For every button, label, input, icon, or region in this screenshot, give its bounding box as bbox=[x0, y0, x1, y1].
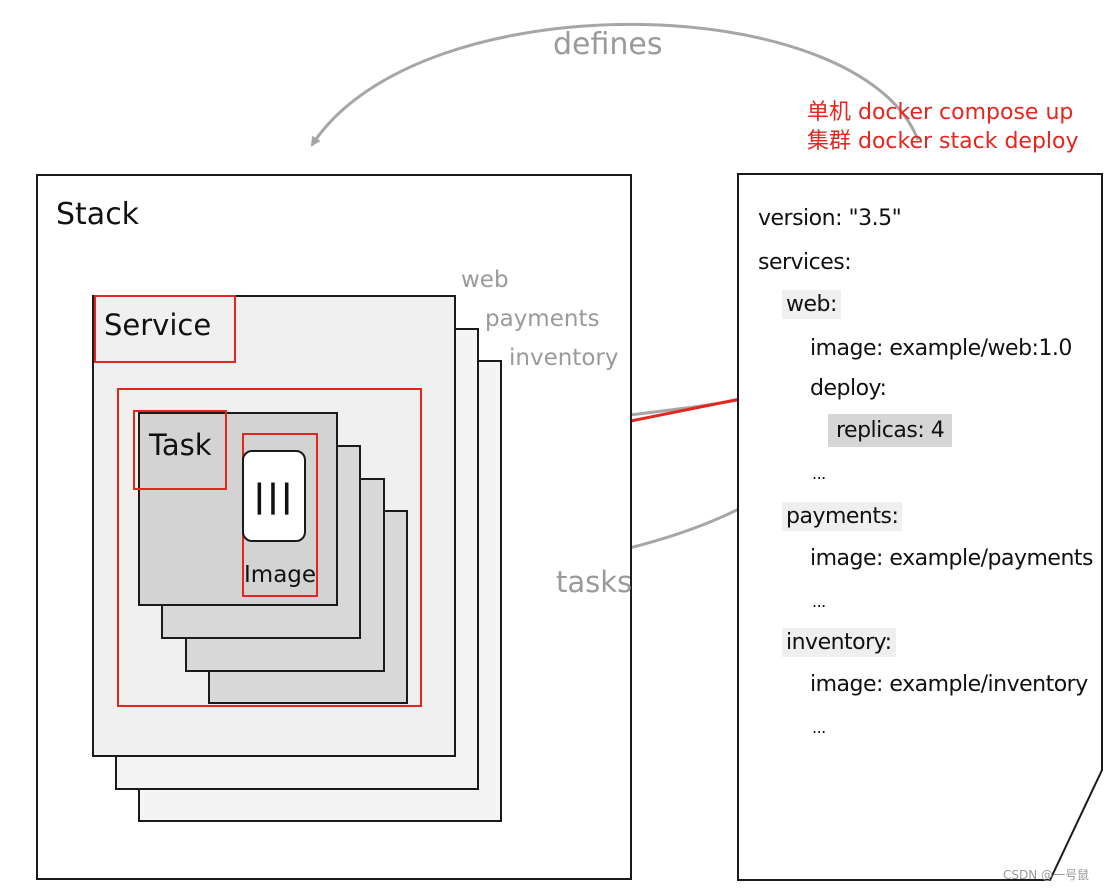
compose-ellipsis-2: ... bbox=[812, 592, 826, 611]
service-label: Service bbox=[104, 308, 212, 342]
compose-web-image: image: example/web:1.0 bbox=[810, 336, 1072, 361]
compose-version: version: "3.5" bbox=[758, 206, 902, 231]
watermark: CSDN @一号鼠 bbox=[1003, 868, 1090, 882]
compose-ellipsis-1: ... bbox=[812, 464, 826, 483]
defines-arrow bbox=[310, 22, 920, 147]
compose-services: services: bbox=[758, 250, 852, 275]
service-label-highlight bbox=[94, 295, 236, 363]
service-name-inventory: inventory bbox=[509, 345, 619, 371]
task-label-highlight bbox=[133, 410, 227, 490]
task-label: Task bbox=[149, 428, 212, 462]
compose-replicas: replicas: 4 bbox=[828, 414, 953, 447]
compose-payments-image: image: example/payments bbox=[810, 546, 1094, 571]
single-command: 单机 docker compose up bbox=[807, 100, 1074, 125]
cluster-command: 集群 docker stack deploy bbox=[807, 129, 1079, 154]
compose-ellipsis-3: ... bbox=[812, 718, 826, 737]
service-name-web: web bbox=[461, 267, 509, 293]
image-glyph: ||| bbox=[253, 477, 295, 515]
compose-payments: payments: bbox=[782, 502, 903, 531]
compose-deploy: deploy: bbox=[810, 376, 887, 401]
defines-label: defines bbox=[553, 27, 663, 62]
stack-title: Stack bbox=[56, 197, 140, 232]
image-icon: ||| bbox=[242, 450, 306, 542]
service-name-payments: payments bbox=[485, 306, 600, 332]
image-label: Image bbox=[244, 562, 317, 588]
tasks-highlight bbox=[117, 388, 422, 707]
compose-inventory-image: image: example/inventory bbox=[810, 672, 1088, 697]
compose-inventory: inventory: bbox=[782, 628, 896, 657]
compose-web: web: bbox=[782, 290, 841, 319]
tasks-label: tasks bbox=[556, 565, 633, 599]
